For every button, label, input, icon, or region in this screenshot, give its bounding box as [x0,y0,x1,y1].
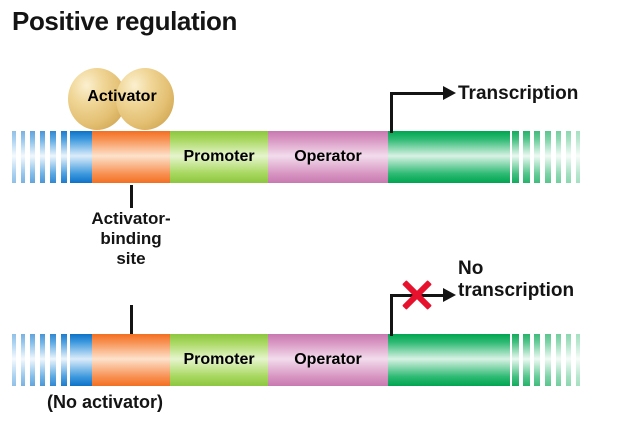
top-segment-promoter [170,131,268,183]
callout-line-lower [130,305,133,335]
bottom-segment-operator [268,334,388,386]
callout-line-2: binding [100,229,162,248]
blocked-x-icon [400,278,434,312]
callout-line-upper [130,185,133,208]
transcription-label: Transcription [458,83,579,104]
page-title: Positive regulation [12,6,238,36]
bottom-arrow-head [443,288,456,302]
activator-protein: Activator [68,68,176,132]
no-transcription-label: No transcription [458,258,574,302]
bottom-segment-upstream-dna [70,334,92,386]
bottom-segment-promoter [170,334,268,386]
top-segment-activator-binding-site [92,131,170,183]
top-arrow-stem [390,92,393,133]
no-activator-label: (No activator) [47,392,164,412]
bottom-segment-gene [388,334,510,386]
top-arrow-head [443,86,456,100]
no-transcription-line-2: transcription [458,280,575,301]
activator-lobe-right [116,68,174,130]
top-segment-upstream-dna [70,131,92,183]
no-transcription-line-1: No [458,258,484,279]
top-segment-gene [388,131,510,183]
top-arrow-shaft [390,92,446,95]
bottom-arrow-stem [390,294,393,336]
callout-line-3: site [116,249,146,268]
activator-label: Activator [87,88,157,105]
top-segment-operator [268,131,388,183]
callout-line-1: Activator- [91,209,171,228]
bottom-segment-activator-binding-site [92,334,170,386]
activator-binding-site-callout: Activator- binding site [41,209,221,269]
